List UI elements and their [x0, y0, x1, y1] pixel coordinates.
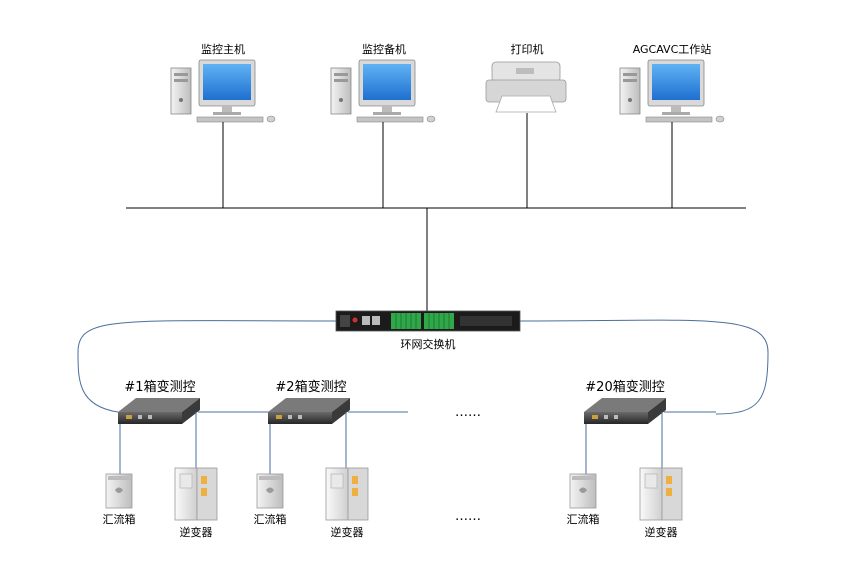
box2-inverter: 逆变器 [325, 467, 369, 539]
ring-left-arc [77, 320, 337, 413]
ethernet-bus [126, 113, 746, 311]
printer-label: 打印机 [511, 42, 544, 56]
box2-label: #2箱变测控 [275, 379, 346, 395]
field-drops [119, 412, 663, 474]
combiner-box-icon [256, 473, 284, 509]
ellipsis-middle: …… [455, 405, 481, 420]
monitor-backup-label: 监控备机 [362, 42, 406, 56]
box2-node: #2箱变测控 [268, 379, 350, 424]
inverter-icon [325, 467, 369, 521]
ring-right-arc [519, 319, 769, 415]
combiner-box-icon [105, 473, 133, 509]
printer-icon [485, 61, 567, 113]
agcavc-station-node: AGCAVC工作站 [619, 42, 725, 123]
inverter-label: 逆变器 [645, 525, 678, 539]
combiner-box-label: 汇流箱 [254, 512, 287, 526]
box1-controller-icon [118, 398, 200, 424]
box1-node: #1箱变测控 [118, 379, 200, 424]
inverter-label: 逆变器 [180, 525, 213, 539]
box2-combiner: 汇流箱 [254, 473, 287, 526]
combiner-box-label: 汇流箱 [103, 512, 136, 526]
ring-switch-node: 环网交换机 [335, 310, 521, 351]
agcavc-station-computer-icon [619, 59, 725, 123]
box20-controller-icon [584, 398, 666, 424]
printer-node: 打印机 [485, 42, 567, 113]
inverter-icon [639, 467, 683, 521]
inverter-label: 逆变器 [331, 525, 364, 539]
ring-switch-icon [335, 310, 521, 332]
monitor-backup-computer-icon [330, 59, 436, 123]
fiber-ring [77, 319, 769, 415]
box1-label: #1箱变测控 [124, 379, 195, 395]
monitor-host-label: 监控主机 [201, 42, 245, 56]
box20-inverter: 逆变器 [639, 467, 683, 539]
monitor-backup-node: 监控备机 [330, 42, 436, 123]
combiner-box-label: 汇流箱 [567, 512, 600, 526]
box20-label: #20箱变测控 [585, 379, 664, 395]
inverter-icon [174, 467, 218, 521]
combiner-box-icon [569, 473, 597, 509]
box2-controller-icon [268, 398, 350, 424]
ring-switch-label: 环网交换机 [401, 337, 456, 351]
box20-combiner: 汇流箱 [567, 473, 600, 526]
box1-inverter: 逆变器 [174, 467, 218, 539]
box20-node: #20箱变测控 [584, 379, 666, 424]
box1-combiner: 汇流箱 [103, 473, 136, 526]
monitor-host-node: 监控主机 [170, 42, 276, 123]
agcavc-station-label: AGCAVC工作站 [633, 42, 712, 56]
monitor-host-computer-icon [170, 59, 276, 123]
ellipsis-bottom: …… [455, 509, 481, 524]
